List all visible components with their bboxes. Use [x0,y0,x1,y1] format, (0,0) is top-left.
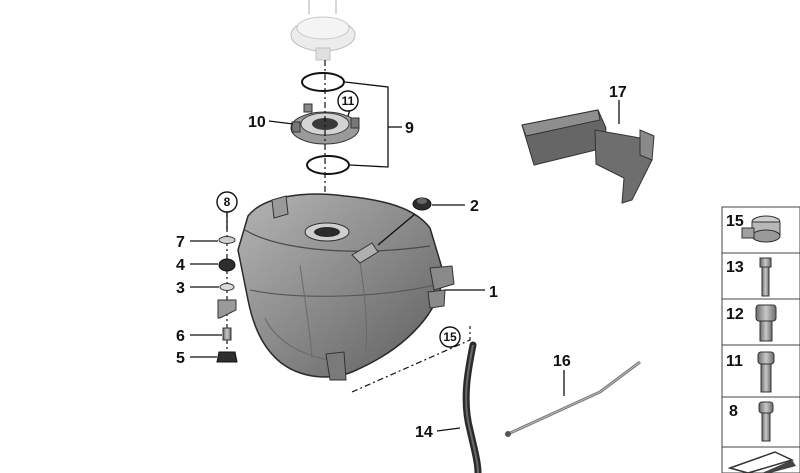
callout-9: 9 [405,120,414,137]
cable-tie-16 [507,360,641,436]
panel-label-12: 12 [726,306,744,323]
hose-clamp-icon [741,215,781,243]
lower-seal-ring [306,155,350,175]
callout-3: 3 [176,280,185,297]
callout-4: 4 [176,257,185,274]
callout-2: 2 [470,198,479,215]
svg-text:11: 11 [342,94,355,108]
callout-1: 1 [489,284,498,301]
panel-label-13: 13 [726,259,744,276]
upper-seal-ring [301,72,345,92]
callout-14: 14 [415,424,433,441]
screw-8-icon [758,401,774,442]
svg-text:8: 8 [224,195,231,209]
callout-5: 5 [176,350,185,367]
washer-3 [219,283,235,291]
panel-label-8: 8 [729,403,738,420]
svg-text:15: 15 [443,330,457,344]
circled-callout-8: 8 [216,191,238,213]
callout-16: 16 [553,353,571,370]
filler-flange [290,103,360,145]
circled-callout-11: 11 [337,90,359,112]
washer-7 [218,236,236,244]
shim-icon [727,451,796,473]
small-parts-panel: 15 13 12 11 8 [721,206,800,473]
callout-10: 10 [248,114,266,131]
grommet-2 [412,197,432,211]
callout-7: 7 [176,234,185,251]
rubber-mount-4 [218,258,236,272]
socket-screw-icon [757,351,775,393]
callout-6: 6 [176,328,185,345]
callout-17: 17 [609,84,627,101]
fuel-tank [237,193,455,381]
cover-parts-17 [521,109,655,204]
panel-label-11: 11 [726,353,743,370]
mount-stack [216,236,238,363]
circled-callout-15: 15 [439,326,461,348]
filler-cap [290,0,356,61]
long-screw-icon [759,257,772,297]
panel-label-15: 15 [726,213,744,230]
socket-bolt-icon [755,304,777,342]
nut-5 [216,351,238,363]
spacer-6 [222,327,232,341]
